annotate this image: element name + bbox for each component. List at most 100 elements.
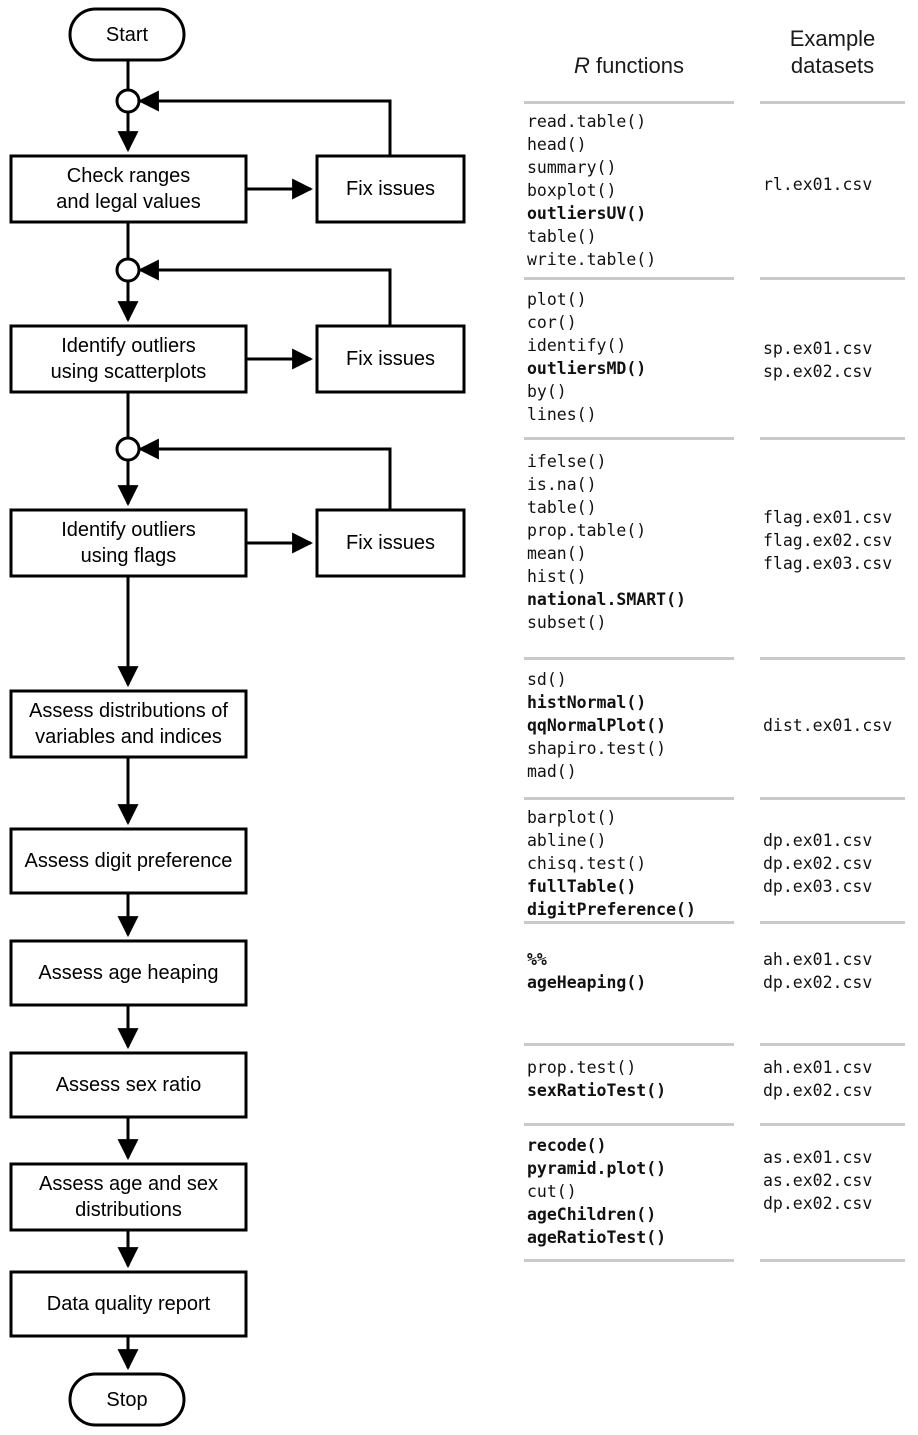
function-name: chisq.test() [527,854,647,873]
flowchart-canvas [9,7,466,1427]
datasets-cell-0: rl.ex01.csv [763,173,872,196]
function-name: pyramid.plot() [527,1159,667,1178]
dataset-name: dp.ex02.csv [763,973,873,992]
dataset-name: dp.ex03.csv [763,877,873,896]
section-rule-c1-7 [524,1123,734,1126]
datasets-cell-5: ah.ex01.csv dp.ex02.csv [763,948,872,994]
function-name: ifelse() [527,452,607,471]
dataset-name: ah.ex01.csv [763,1058,873,1077]
function-name: mad() [527,762,577,781]
function-name: plot() [527,290,587,309]
functions-cell-5: %% ageHeaping() [527,948,646,994]
column-header-functions: R functions [524,52,734,79]
section-rule-c2-2 [760,437,905,440]
junction-circle-2 [115,257,141,283]
edge-fix3-feedback [137,438,392,510]
function-name: outliersUV() [527,204,647,223]
function-name: write.table() [527,250,657,269]
function-name: national.SMART() [527,590,686,609]
section-rule-c2-3 [760,657,905,660]
function-name: lines() [527,405,597,424]
dataset-name: dp.ex02.csv [763,854,873,873]
datasets-line1: Example [789,26,876,51]
edge-fix1-feedback [137,90,392,156]
function-name: recode() [527,1136,607,1155]
junction-circle-3 [115,436,141,462]
node-start-shape [68,7,186,62]
function-name: identify() [527,336,627,355]
function-name: prop.table() [527,521,647,540]
column-header-datasets: Example datasets [760,25,905,79]
function-name: qqNormalPlot() [527,716,667,735]
section-rule-c2-7 [760,1123,905,1126]
junction-circle-1 [115,88,141,114]
function-name: fullTable() [527,877,637,896]
node-agesex-shape [9,1162,248,1232]
functions-cell-6: prop.test()sexRatioTest() [527,1056,666,1102]
function-name: table() [527,227,597,246]
r-italic: R [573,53,590,78]
section-rule-c1-0 [524,101,734,104]
function-name: by() [527,382,567,401]
dataset-name: as.ex02.csv [763,1171,873,1190]
node-dist-shape [9,689,248,759]
function-name: sd() [527,670,567,689]
function-name: summary() [527,158,617,177]
function-name: table() [527,498,597,517]
function-name: mean() [527,544,587,563]
functions-cell-7: recode() pyramid.plot() cut() ageChildren()… [527,1134,666,1249]
function-name: %% [527,950,547,969]
datasets-cell-7: as.ex01.csv as.ex02.csv dp.ex02.csv [763,1146,872,1215]
function-name: outliersMD() [527,359,647,378]
section-rule-c2-0 [760,101,905,104]
dataset-name: dp.ex02.csv [763,1081,873,1100]
node-fix1-shape [315,154,466,224]
function-name: head() [527,135,587,154]
section-rule-c2-8 [760,1259,905,1262]
function-name: subset() [527,613,607,632]
function-name: is.na() [527,475,597,494]
section-rule-c1-4 [524,797,734,800]
node-stop-shape [68,1372,186,1427]
node-flags-shape [9,508,248,578]
node-sexratio-shape [9,1051,248,1119]
function-name: ageRatioTest() [527,1228,667,1247]
functions-cell-4: barplot()abline()chisq.test()fullTable()… [527,806,696,921]
dataset-name: flag.ex01.csv [763,508,893,527]
function-name: ageHeaping() [527,973,647,992]
function-name: digitPreference() [527,900,696,919]
dataset-name: sp.ex02.csv [763,362,873,381]
edge-fix2-feedback [137,259,392,326]
node-scatter-shape [9,324,248,394]
function-name: sexRatioTest() [527,1081,667,1100]
functions-word: functions [589,53,685,78]
dataset-name: dp.ex02.csv [763,1194,873,1213]
datasets-cell-6: ah.ex01.csv dp.ex02.csv [763,1056,872,1102]
section-rule-c2-1 [760,277,905,280]
reference-table: R functions Example datasets read.table(… [500,0,918,1435]
function-name: cor() [527,313,577,332]
functions-cell-0: read.table()head()summary()boxplot()outl… [527,110,656,271]
node-heaping-shape [9,939,248,1007]
functions-cell-3: sd()histNormal()qqNormalPlot()shapiro.te… [527,668,666,783]
function-name: ageChildren() [527,1205,657,1224]
function-name: barplot() [527,808,617,827]
function-name: cut() [527,1182,577,1201]
dataset-name: ah.ex01.csv [763,950,873,969]
datasets-cell-3: dist.ex01.csv [763,714,892,737]
section-rule-c2-4 [760,797,905,800]
dataset-name: rl.ex01.csv [763,175,873,194]
function-name: hist() [527,567,587,586]
section-rule-c2-5 [760,921,905,924]
function-name: shapiro.test() [527,739,667,758]
section-rule-c2-6 [760,1043,905,1046]
section-rule-c1-6 [524,1043,734,1046]
node-report-shape [9,1270,248,1338]
node-digit-shape [9,827,248,895]
section-rule-c1-1 [524,277,734,280]
node-fix2-shape [315,324,466,394]
dataset-name: as.ex01.csv [763,1148,873,1167]
